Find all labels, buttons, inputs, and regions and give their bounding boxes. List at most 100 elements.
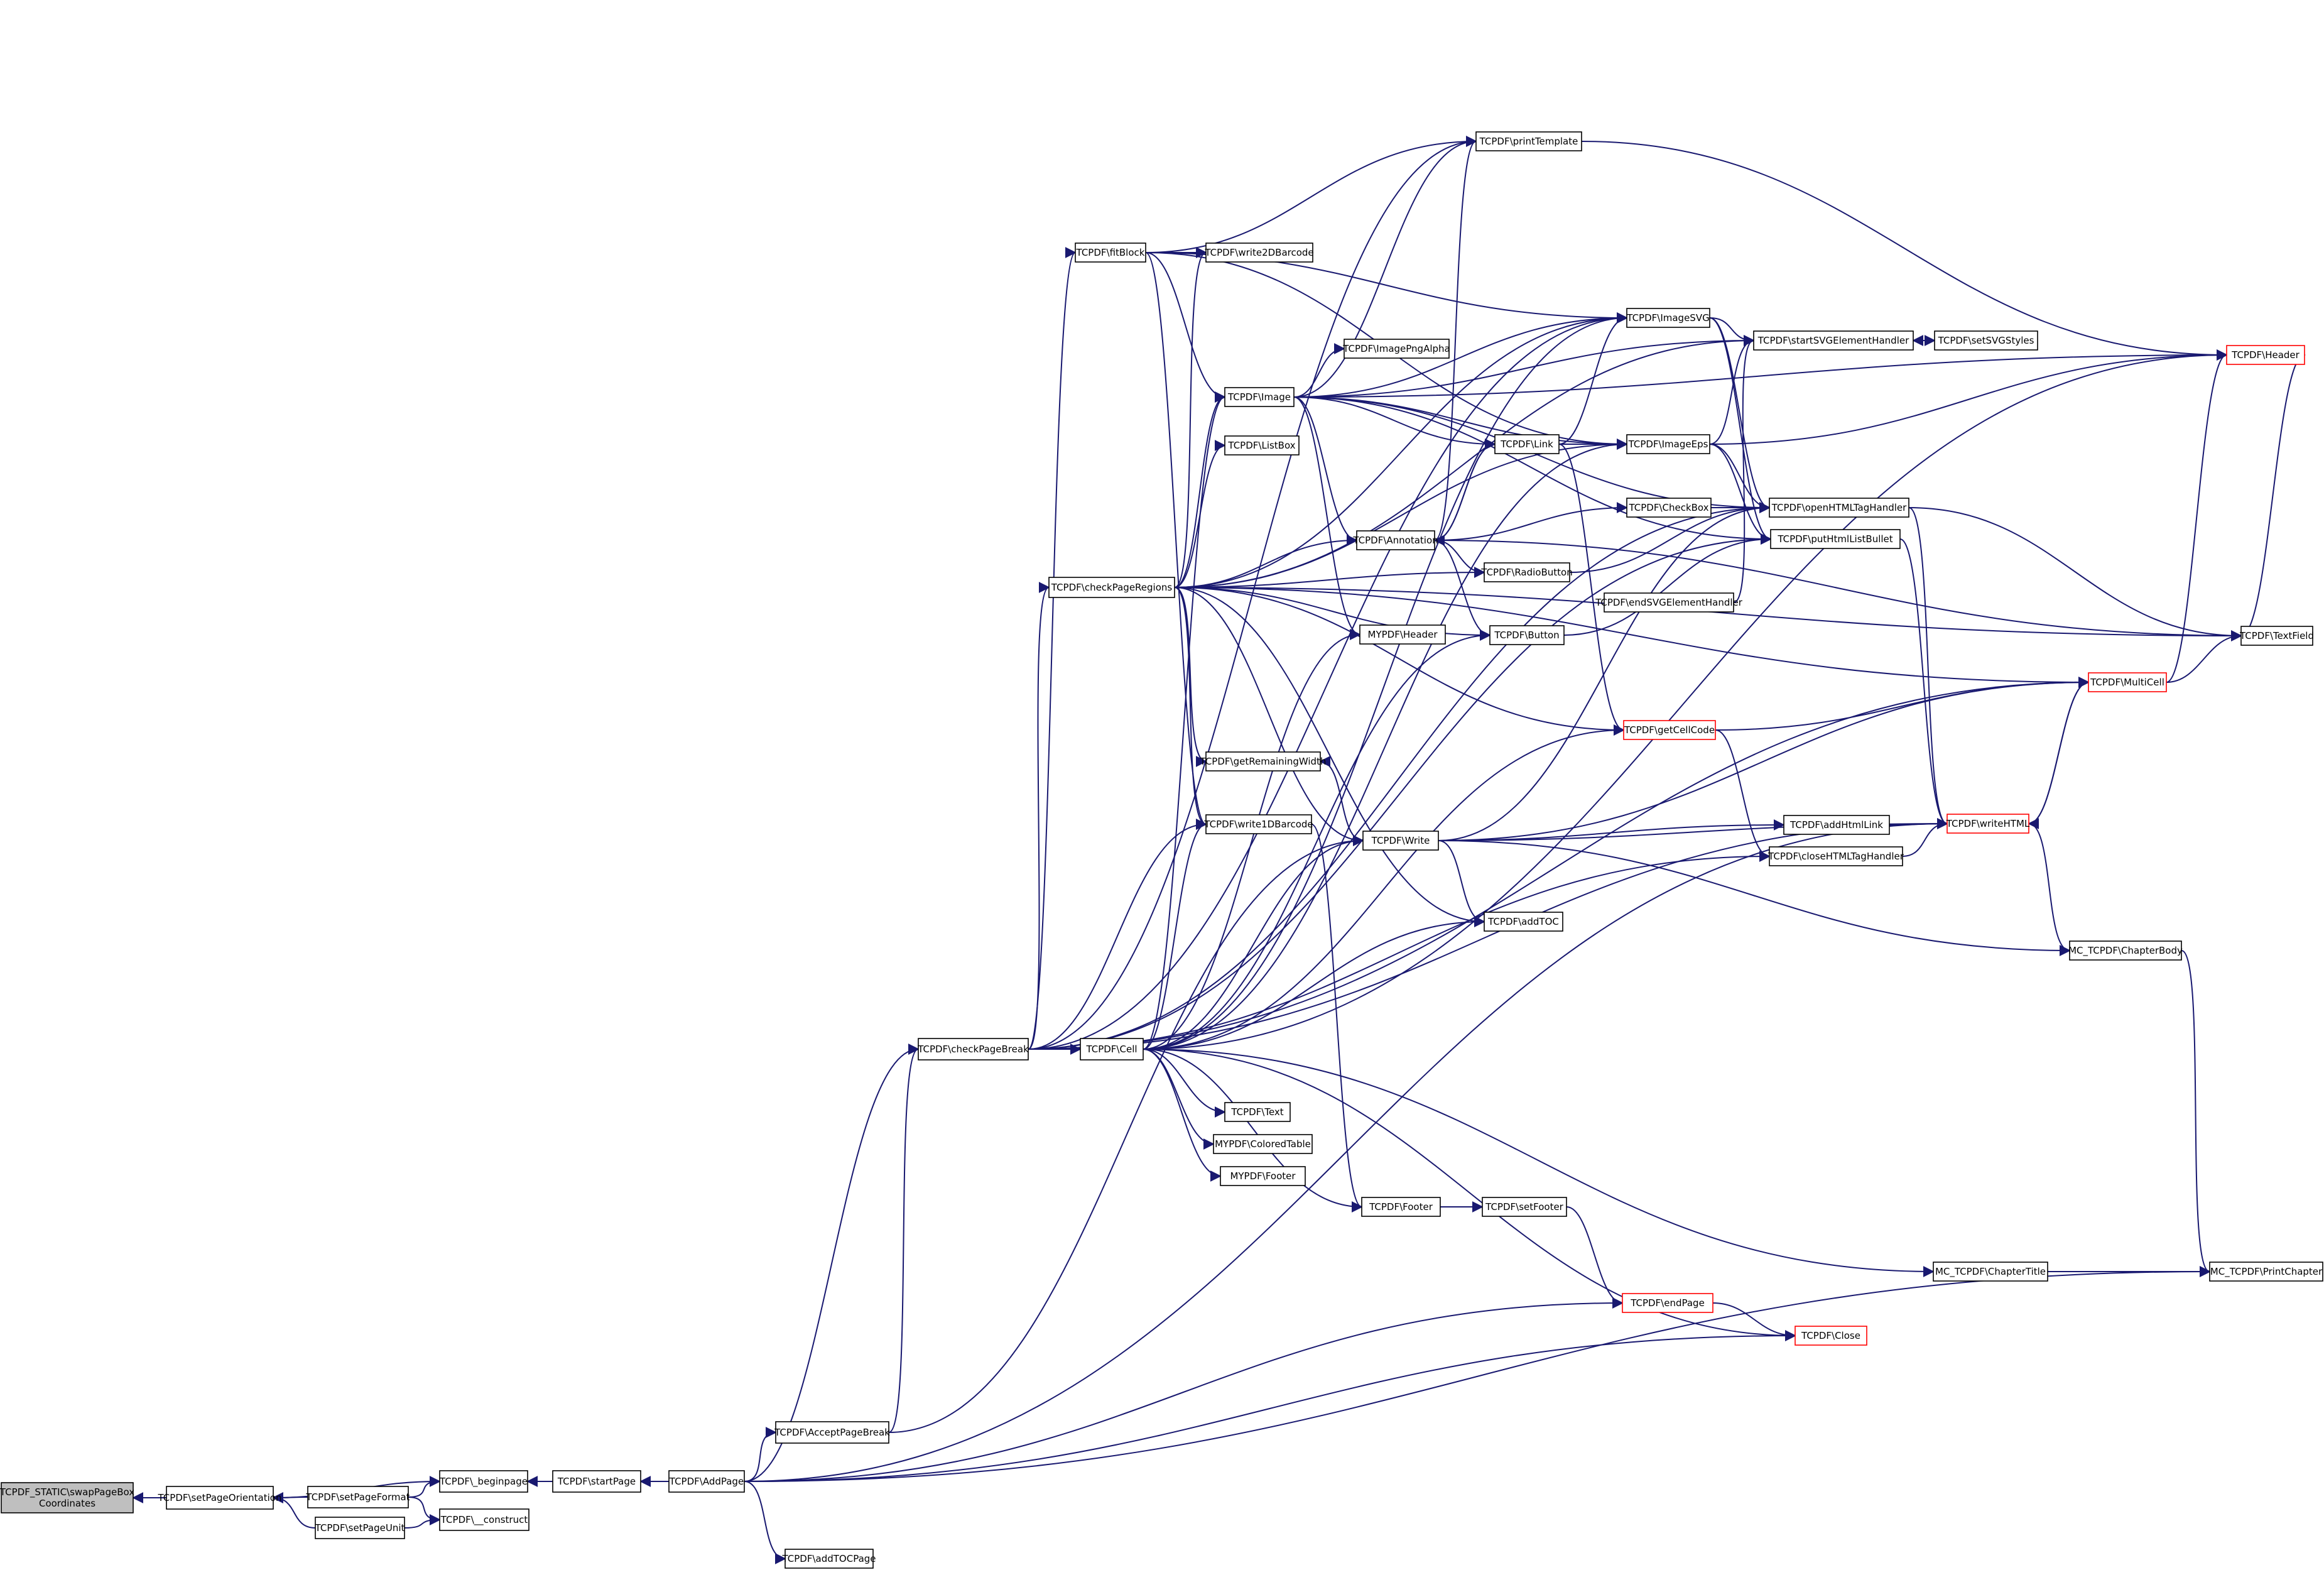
node-construct[interactable]: TCPDF\__construct xyxy=(439,1508,529,1531)
node-MYHeader[interactable]: MYPDF\Header xyxy=(1359,624,1446,645)
node-ChapterBody[interactable]: MC_TCPDF\ChapterBody xyxy=(2068,940,2183,961)
node-getCellCode[interactable]: TCPDF\getCellCode xyxy=(1623,720,1716,740)
node-openHTML[interactable]: TCPDF\openHTMLTagHandler xyxy=(1769,498,1909,518)
node-startPage[interactable]: TCPDF\startPage xyxy=(552,1470,641,1493)
node-closeHTML[interactable]: TCPDF\closeHTMLTagHandler xyxy=(1767,846,1904,866)
node-box xyxy=(1224,387,1295,407)
node-Annotation[interactable]: TCPDF\Annotation xyxy=(1352,530,1438,550)
edge-Image-to-Annotation xyxy=(1293,396,1358,546)
node-label: TCPDF\ImagePngAlpha xyxy=(1342,343,1450,354)
node-label: TCPDF\ListBox xyxy=(1227,440,1295,451)
node-ImageEps[interactable]: TCPDF\ImageEps xyxy=(1626,434,1710,454)
node-label: TCPDF\endPage xyxy=(1630,1297,1705,1309)
node-label: TCPDF\addTOC xyxy=(1487,916,1559,927)
node-setPageFormat[interactable]: TCPDF\setPageFormat xyxy=(305,1486,410,1508)
node-printTemplate[interactable]: TCPDF\printTemplate xyxy=(1475,131,1582,151)
edge-Annotation-to-Button xyxy=(1434,540,1491,641)
node-addTOCPage[interactable]: TCPDF\addTOCPage xyxy=(781,1549,876,1569)
edge-checkPageBreak-to-ImageSVG xyxy=(1028,312,1628,1050)
node-Write[interactable]: TCPDF\Write xyxy=(1362,831,1439,851)
edge-setPageUnit-to-setPageOrientation xyxy=(272,1492,316,1529)
node-box xyxy=(439,1470,528,1493)
node-Link[interactable]: TCPDF\Link xyxy=(1494,434,1560,454)
edge-writeHTML-to-ChapterBody xyxy=(2028,823,2071,956)
node-getRemainingWidth[interactable]: TCPDF\getRemainingWidth xyxy=(1200,751,1327,771)
node-ColoredTable[interactable]: MYPDF\ColoredTable xyxy=(1213,1134,1313,1154)
edge-checkPageRegions-to-write2DBarcode xyxy=(1174,247,1207,588)
node-Footer[interactable]: TCPDF\Footer xyxy=(1361,1197,1441,1217)
node-box xyxy=(1489,625,1565,645)
node-box xyxy=(2226,345,2305,365)
edge-Cell-to-ImageEps xyxy=(1143,439,1628,1050)
node-box xyxy=(785,1549,874,1569)
node-PrintChapter[interactable]: MC_TCPDF\PrintChapter xyxy=(2209,1262,2323,1282)
node-box xyxy=(1220,1166,1306,1186)
node-endPage[interactable]: TCPDF\endPage xyxy=(1622,1293,1713,1313)
node-RadioButton[interactable]: TCPDF\RadioButton xyxy=(1480,562,1573,582)
node-Close[interactable]: TCPDF\Close xyxy=(1795,1326,1867,1346)
node-setPageOrientation[interactable]: TCPDF\setPageOrientation xyxy=(158,1486,282,1510)
node-addHtmlLink[interactable]: TCPDF\addHtmlLink xyxy=(1783,815,1890,835)
node-beginpage[interactable]: TCPDF\_beginpage xyxy=(439,1470,528,1493)
node-addTOC[interactable]: TCPDF\addTOC xyxy=(1484,912,1563,932)
node-box xyxy=(2069,940,2182,961)
edge-TextField-to-Header xyxy=(2240,349,2306,636)
node-box xyxy=(1484,562,1570,582)
node-Cell[interactable]: TCPDF\Cell xyxy=(1080,1038,1144,1060)
node-Button[interactable]: TCPDF\Button xyxy=(1489,625,1565,645)
node-ListBox[interactable]: TCPDF\ListBox xyxy=(1224,435,1300,455)
node-box xyxy=(1494,434,1560,454)
node-AddPage[interactable]: TCPDF\AddPage xyxy=(668,1470,745,1493)
edge-Cell-to-MYFooter xyxy=(1143,1049,1222,1182)
node-writeHTML[interactable]: TCPDF\writeHTML xyxy=(1946,814,2030,834)
edge-checkPageRegions-to-getCellCode xyxy=(1174,587,1625,736)
node-label: TCPDF\Button xyxy=(1494,630,1559,641)
node-MultiCell[interactable]: TCPDF\MultiCell xyxy=(2088,672,2167,692)
node-checkPageRegions[interactable]: TCPDF\checkPageRegions xyxy=(1048,577,1175,598)
node-box xyxy=(668,1470,745,1493)
edge-setPageFormat-to-construct xyxy=(408,1496,441,1525)
edge-Image-to-ImagePngAlpha xyxy=(1293,343,1345,398)
node-box xyxy=(1362,831,1439,851)
node-label: TCPDF\addTOCPage xyxy=(781,1553,876,1564)
node-fitBlock[interactable]: TCPDF\fitBlock xyxy=(1075,243,1146,263)
node-box xyxy=(1475,131,1582,151)
node-setPageUnit[interactable]: TCPDF\setPageUnit xyxy=(315,1517,405,1539)
edge-checkPageBreak-to-openHTML xyxy=(1028,502,1771,1050)
node-label: TCPDF\write1DBarcode xyxy=(1203,819,1313,830)
node-label: MYPDF\Header xyxy=(1368,629,1438,640)
node-checkPageBreak[interactable]: TCPDF\checkPageBreak xyxy=(917,1038,1029,1060)
node-label: TCPDF\openHTMLTagHandler xyxy=(1771,502,1907,513)
node-Image[interactable]: TCPDF\Image xyxy=(1224,387,1295,407)
node-endSVG[interactable]: TCPDF\endSVGElementHandler xyxy=(1595,592,1743,613)
node-label: TCPDF\fitBlock xyxy=(1076,247,1145,258)
node-box xyxy=(1482,1197,1567,1217)
node-ChapterTitle[interactable]: MC_TCPDF\ChapterTitle xyxy=(1933,1262,2048,1282)
node-Text[interactable]: TCPDF\Text xyxy=(1224,1102,1291,1122)
node-MYFooter[interactable]: MYPDF\Footer xyxy=(1220,1166,1306,1186)
node-ImagePngAlpha[interactable]: TCPDF\ImagePngAlpha xyxy=(1342,339,1450,359)
node-Header[interactable]: TCPDF\Header xyxy=(2226,345,2305,365)
edge-setPageUnit-to-construct xyxy=(404,1514,441,1529)
node-setSVGStyles[interactable]: TCPDF\setSVGStyles xyxy=(1934,330,2038,351)
node-write1DBarcode[interactable]: TCPDF\write1DBarcode xyxy=(1203,814,1313,834)
node-label: TCPDF\Cell xyxy=(1085,1044,1137,1055)
node-box xyxy=(775,1421,889,1444)
edge-checkPageBreak-to-checkPageRegions xyxy=(1028,582,1050,1050)
node-label: TCPDF\__construct xyxy=(440,1514,528,1526)
node-label: TCPDF\TextField xyxy=(2239,630,2314,641)
node-putHtmlListBullet[interactable]: TCPDF\putHtmlListBullet xyxy=(1770,529,1901,549)
edge-checkPageBreak-to-putHtmlListBullet xyxy=(1028,533,1772,1050)
node-TextField[interactable]: TCPDF\TextField xyxy=(2239,626,2314,646)
node-CheckBox[interactable]: TCPDF\CheckBox xyxy=(1626,498,1712,518)
node-write2DBarcode[interactable]: TCPDF\write2DBarcode xyxy=(1204,243,1314,263)
node-startSVG[interactable]: TCPDF\startSVGElementHandler xyxy=(1753,330,1914,351)
node-ImageSVG[interactable]: TCPDF\ImageSVG xyxy=(1626,308,1710,328)
node-AcceptPageBreak[interactable]: TCPDF\AcceptPageBreak xyxy=(774,1421,890,1444)
node-box xyxy=(1361,1197,1441,1217)
node-label: TCPDF\Footer xyxy=(1369,1201,1433,1213)
node-label: TCPDF\Image xyxy=(1227,391,1291,403)
node-setFooter[interactable]: TCPDF\setFooter xyxy=(1482,1197,1567,1217)
node-label: Coordinates xyxy=(39,1498,95,1509)
